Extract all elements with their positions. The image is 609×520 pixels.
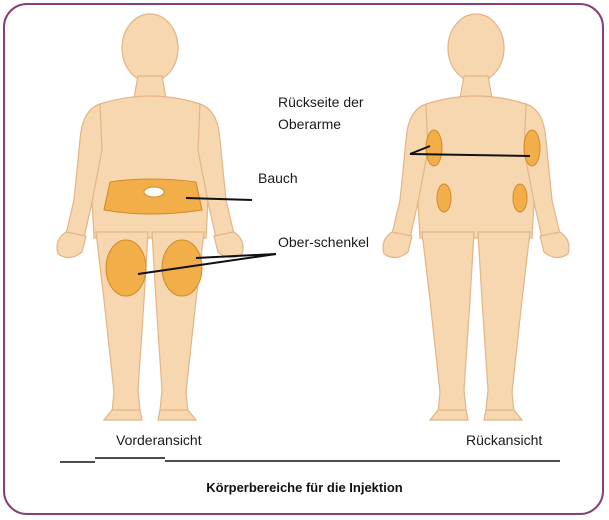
back-upper-arms-label-line2: Oberarme	[278, 114, 341, 134]
diagram-caption: Körperbereiche für die Injektion	[0, 480, 609, 495]
left-back-hip-zone	[437, 184, 451, 212]
back-body-figure	[383, 14, 569, 420]
abdomen-label: Bauch	[258, 168, 298, 188]
navel-marker	[144, 187, 164, 197]
left-back-upper-arm-zone	[426, 130, 442, 166]
thighs-label: Ober-schenkel	[278, 232, 369, 252]
left-thigh-zone	[106, 240, 146, 296]
right-back-hip-zone	[513, 184, 527, 212]
front-view-label: Vorderansicht	[116, 430, 202, 450]
bottom-divider	[60, 458, 560, 462]
front-body-figure	[57, 14, 243, 420]
back-upper-arms-label-line1: Rückseite der	[278, 92, 364, 112]
back-view-label: Rückansicht	[466, 430, 542, 450]
right-back-upper-arm-zone	[524, 130, 540, 166]
